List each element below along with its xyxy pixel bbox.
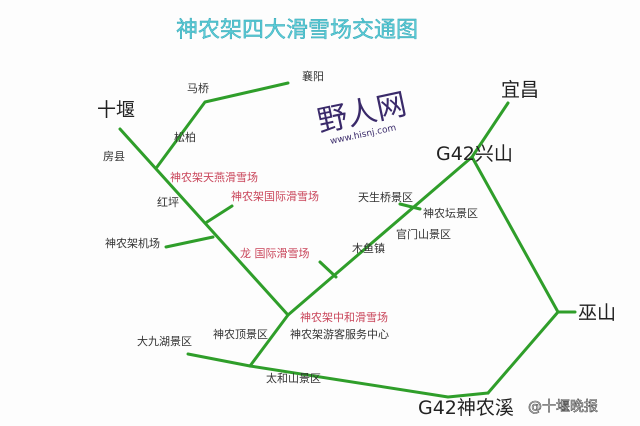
road-international-ski — [205, 204, 234, 224]
label-taiheshan: 太和山景区 — [266, 372, 321, 385]
road-tianshengqiao — [398, 202, 422, 211]
ski-resort-labels: 神农架天燕滑雪场 神农架国际滑雪场 龙 国际滑雪场 神农架中和滑雪场 — [170, 170, 388, 324]
road-maqiao-xiangyang — [155, 81, 290, 169]
label-long-ski: 龙 国际滑雪场 — [240, 246, 310, 260]
label-shennongtan: 神农坛景区 — [423, 206, 478, 220]
label-maqiao: 马桥 — [187, 82, 209, 95]
label-dajiuhu: 大九湖景区 — [137, 334, 192, 348]
road-dajiuhu-shennongxi — [186, 352, 490, 399]
label-zhonghe-ski: 神农架中和滑雪场 — [300, 310, 388, 324]
source-watermark: @十堰晚报 — [528, 399, 598, 415]
label-hongping: 红坪 — [157, 196, 179, 209]
label-tianshengqiao: 天生桥景区 — [358, 190, 413, 204]
road-shennongding — [248, 313, 290, 368]
city-labels: 十堰 宜昌 G42兴山 巫山 G42神农溪 — [97, 79, 616, 419]
label-fangxian: 房县 — [103, 150, 125, 163]
place-labels: 房县 马桥 襄阳 松柏 红坪 神农架机场 天生桥景区 神农坛景区 官门山景区 木… — [103, 69, 478, 385]
label-guanmenshan: 官门山景区 — [396, 227, 451, 241]
map-title: 神农架四大滑雪场交通图 — [176, 18, 418, 43]
label-airport: 神农架机场 — [105, 236, 160, 250]
label-tianyan-ski: 神农架天燕滑雪场 — [170, 170, 258, 184]
label-shennongding: 神农顶景区 — [213, 327, 268, 341]
label-xiangyang: 襄阳 — [302, 69, 324, 83]
road-shiyan-main — [118, 127, 290, 317]
label-g42-shennongxi: G42神农溪 — [418, 397, 514, 419]
label-g42-xingshan: G42兴山 — [436, 143, 513, 165]
yerenwang-logo: 野人网 www.hisnj.com — [314, 87, 409, 147]
label-yichang: 宜昌 — [501, 79, 539, 101]
label-songbai: 松柏 — [174, 130, 196, 144]
label-visitor-center: 神农架游客服务中心 — [290, 327, 389, 341]
label-muyu: 木鱼镇 — [352, 241, 385, 255]
label-wushan: 巫山 — [578, 302, 616, 324]
label-international-ski: 神农架国际滑雪场 — [231, 189, 319, 203]
road-airport — [164, 235, 215, 249]
road-xingshan-wushan — [470, 155, 560, 395]
roads — [118, 81, 577, 399]
label-shiyan: 十堰 — [97, 99, 135, 121]
